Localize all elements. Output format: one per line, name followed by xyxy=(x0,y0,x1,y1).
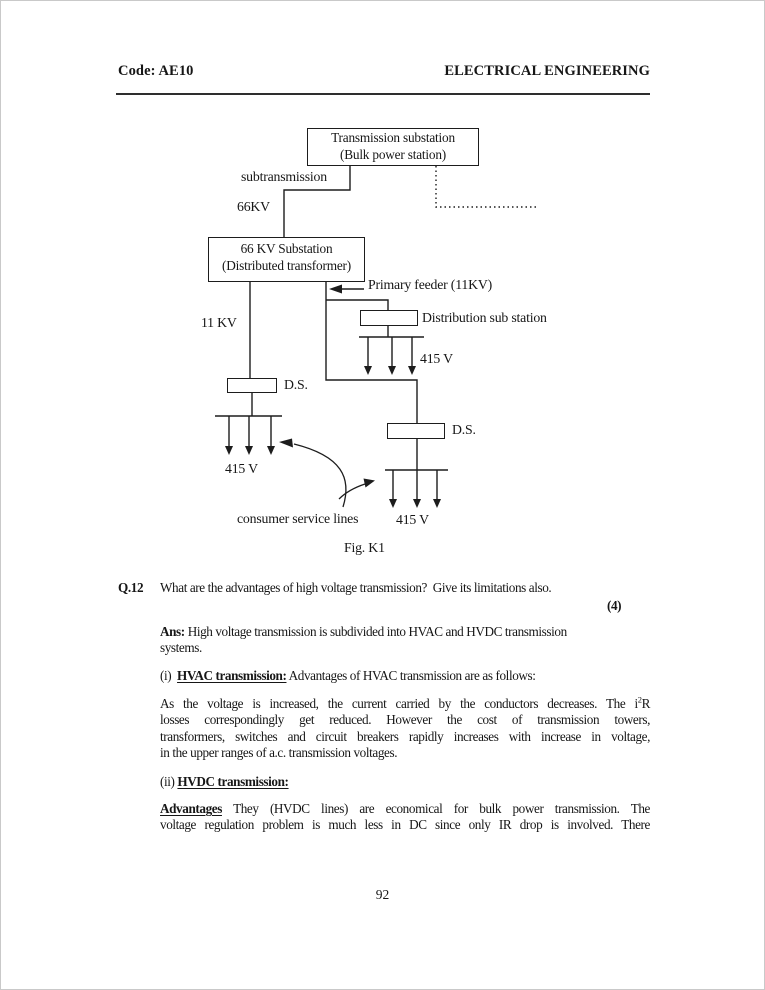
hvdc-item-prefix: (ii) xyxy=(160,774,178,789)
hvdc-heading: HVDC transmission: xyxy=(177,774,289,789)
question-number: Q.12 xyxy=(118,580,144,595)
advantages-label: Advantages xyxy=(160,801,222,816)
label-consumer-service-lines: consumer service lines xyxy=(237,511,359,526)
label-ds-left: D.S. xyxy=(284,377,308,392)
hvdc-heading-row: (ii) HVDC transmission: xyxy=(160,774,650,790)
label-415v-distribution: 415 V xyxy=(420,351,453,366)
question-row: Q.12 What are the advantages of high volt… xyxy=(118,580,658,596)
header-code: Code: AE10 xyxy=(118,63,194,79)
left-arrowhead-3 xyxy=(267,446,275,455)
hvac-heading: HVAC transmission: xyxy=(177,668,287,683)
right-arrowhead-2 xyxy=(413,499,421,508)
substation-66kv-line2: (Distributed transformer) xyxy=(221,257,352,273)
label-415v-right: 415 V xyxy=(396,512,429,527)
consumer-curve-right-arrowhead xyxy=(363,478,375,488)
primary-feeder-arrowhead xyxy=(329,284,342,294)
consumer-pointer-curve-right xyxy=(338,483,366,500)
branch-to-distribution xyxy=(326,299,389,310)
right-arrowhead-1 xyxy=(389,499,397,508)
substation-66kv-box: 66 KV Substation (Distributed transforme… xyxy=(208,237,365,282)
question-marks: (4) xyxy=(607,598,622,613)
distribution-arrowhead-2 xyxy=(388,366,396,375)
left-ds-rect xyxy=(227,378,277,393)
distribution-arrowhead-1 xyxy=(364,366,372,375)
question-text: What are the advantages of high voltage … xyxy=(160,580,552,595)
label-distribution-sub-station: Distribution sub station xyxy=(422,310,547,325)
advantages-l1-text: They (HVDC lines) are economical for bul… xyxy=(221,801,650,816)
answer-intro-line1: Ans: High voltage transmission is subdiv… xyxy=(160,624,650,640)
distribution-output-lines xyxy=(367,337,413,367)
answer-intro-line2: systems. xyxy=(160,640,202,656)
advantages-line2: voltage regulation problem is much less … xyxy=(160,817,650,833)
ans-line1-text: High voltage transmission is subdivided … xyxy=(184,624,567,639)
hvac-item-prefix: (i) xyxy=(160,668,178,683)
advantages-line1: Advantages They (HVDC lines) are economi… xyxy=(160,801,650,817)
distribution-arrowhead-3 xyxy=(408,366,416,375)
label-primary-feeder: Primary feeder (11KV) xyxy=(368,277,493,292)
header-title: ELECTRICAL ENGINEERING xyxy=(444,63,650,79)
header-rule xyxy=(116,93,650,95)
label-subtransmission: subtransmission xyxy=(241,169,327,184)
line-66kv-to-right-ds xyxy=(325,282,418,423)
transmission-substation-line1: Transmission substation xyxy=(331,130,455,145)
label-66kv: 66KV xyxy=(237,199,270,214)
connector-transmission-to-66kv xyxy=(283,165,351,238)
advantages-paragraph: Advantages They (HVDC lines) are economi… xyxy=(160,801,650,834)
label-415v-left: 415 V xyxy=(225,461,258,476)
squared-superscript: 2 xyxy=(637,694,642,705)
label-ds-right: D.S. xyxy=(452,422,476,437)
hvac-paragraph: As the voltage is increased, the current… xyxy=(160,694,651,762)
hvac-para-line1: As the voltage is increased, the current… xyxy=(160,694,651,712)
hvac-para-line4: in the upper ranges of a.c. transmission… xyxy=(160,745,398,761)
hvac-para-line2: losses correspondingly get reduced. Howe… xyxy=(160,712,650,728)
transmission-substation-line2: (Bulk power station) xyxy=(339,146,447,162)
answer-intro: Ans: High voltage transmission is subdiv… xyxy=(160,624,650,657)
label-11kv: 11 KV xyxy=(201,315,237,330)
right-output-lines xyxy=(392,470,438,500)
left-arrowhead-1 xyxy=(225,446,233,455)
transmission-substation-box: Transmission substation (Bulk power stat… xyxy=(307,128,479,166)
ans-label: Ans: xyxy=(160,624,185,639)
consumer-pointer-curve-left xyxy=(293,443,347,508)
substation-66kv-line1: 66 KV Substation xyxy=(240,241,333,256)
right-arrowhead-3 xyxy=(433,499,441,508)
hvac-para-line3: transformers, switches and circuit break… xyxy=(160,728,650,744)
hvac-heading-row: (i) HVAC transmission: Advantages of HVA… xyxy=(160,668,650,684)
hvac-heading-rest: Advantages of HVAC transmission are as f… xyxy=(286,668,536,683)
distribution-transformer-rect xyxy=(360,310,418,326)
left-arrowhead-2 xyxy=(245,446,253,455)
consumer-curve-left-arrowhead xyxy=(279,438,293,448)
hvac-l1-end: R xyxy=(641,696,651,711)
left-output-lines xyxy=(228,416,272,446)
page-number: 92 xyxy=(375,887,390,902)
dotted-feeder-line xyxy=(435,166,538,208)
hvac-l1-text: As the voltage is increased, the current… xyxy=(160,696,638,711)
figure-caption: Fig. K1 xyxy=(344,540,385,555)
right-ds-rect xyxy=(387,423,445,439)
